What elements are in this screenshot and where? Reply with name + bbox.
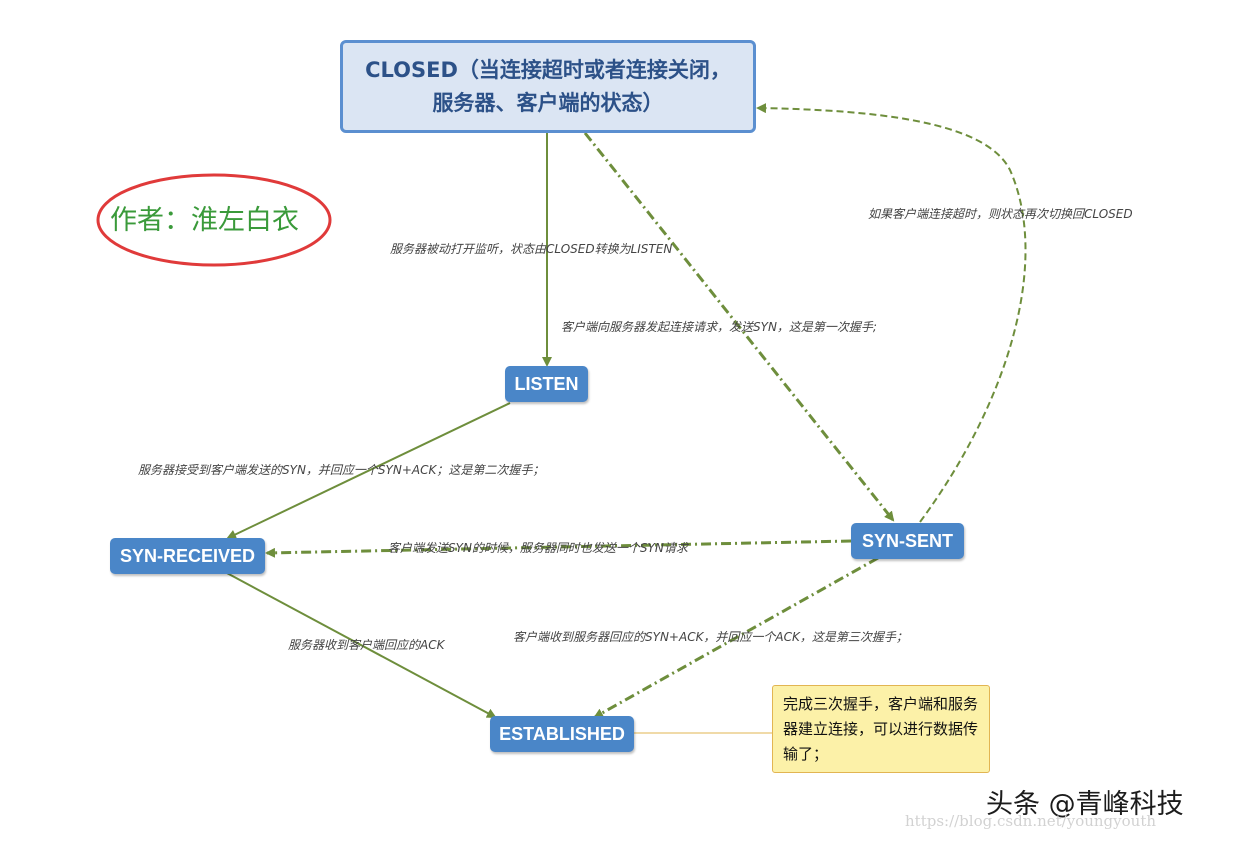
edge-closed-to-syn-sent <box>583 132 895 522</box>
edge-label-listen-to-syn-received: 服务器接受到客户端发送的SYN，并回应一个SYN+ACK；这是第二次握手； <box>138 463 545 477</box>
edge-label-syn-sent-to-closed: 如果客户端连接超时，则状态再次切换回CLOSED <box>868 207 1133 221</box>
edge-syn-sent-to-established <box>593 556 879 719</box>
node-established: ESTABLISHED <box>490 716 634 752</box>
edge-listen-to-syn-received <box>226 402 511 540</box>
edge-label-syn-received-to-established: 服务器收到客户端回应的ACK <box>288 638 445 652</box>
watermark-url: https://blog.csdn.net/youngyouth <box>905 812 1157 830</box>
author-text: 作者：淮左白衣 <box>110 205 299 236</box>
node-listen-label: LISTEN <box>514 373 579 394</box>
node-syn-sent-label: SYN-SENT <box>861 530 953 551</box>
brand-text: 头条 @青峰科技 <box>986 789 1184 820</box>
edge-syn-sent-to-closed <box>756 103 1027 523</box>
handshake-note: 完成三次握手，客户端和服务器建立连接，可以进行数据传输了； <box>772 685 990 773</box>
node-syn-sent: SYN-SENT <box>851 523 964 559</box>
edge-syn-sent-to-syn-received <box>265 539 852 558</box>
node-listen: LISTEN <box>505 366 588 402</box>
handshake-note-text: 完成三次握手，客户端和服务器建立连接，可以进行数据传输了； <box>783 695 979 763</box>
edge-syn-received-to-established <box>224 571 497 718</box>
node-established-label: ESTABLISHED <box>499 723 625 744</box>
edge-label-syn-sent-to-established: 客户端收到服务器回应的SYN+ACK，并回应一个ACK，这是第三次握手； <box>513 630 908 644</box>
node-closed-label: CLOSED（当连接超时或者连接关闭，服务器、客户端的状态） <box>365 57 731 115</box>
author-ellipse <box>96 173 332 267</box>
node-syn-received: SYN-RECEIVED <box>110 538 265 574</box>
edge-label-syn-sent-to-syn-received: 客户端发送SYN的时候，服务器同时也发送一个SYN请求 <box>388 541 688 555</box>
edge-label-closed-to-listen: 服务器被动打开监听，状态由CLOSED转换为LISTEN <box>390 242 673 256</box>
node-closed: CLOSED（当连接超时或者连接关闭，服务器、客户端的状态） <box>340 40 756 133</box>
edge-label-closed-to-syn-sent: 客户端向服务器发起连接请求，发送SYN，这是第一次握手; <box>561 320 877 334</box>
node-syn-received-label: SYN-RECEIVED <box>119 545 256 566</box>
